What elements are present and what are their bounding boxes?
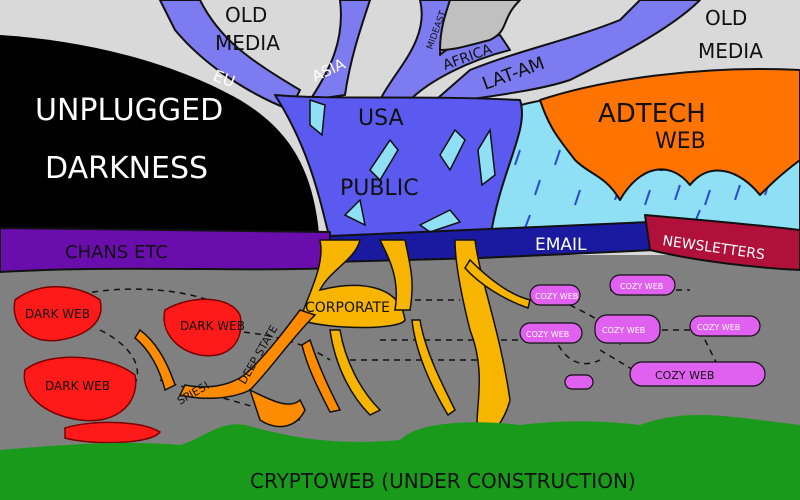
dark-web-label-3: DARK WEB (45, 379, 110, 393)
cozy-web-label-3: COZY WEB (526, 330, 569, 339)
ice-floes (309, 98, 496, 233)
cozy-web-label-2: COZY WEB (620, 282, 663, 291)
dark-web-label-1: DARK WEB (25, 307, 90, 321)
dark-web-blobs (13, 286, 242, 444)
darkness-label: DARKNESS (45, 151, 208, 186)
cozy-web-label-4: COZY WEB (602, 326, 645, 335)
adtech-web-label: WEB (655, 129, 706, 154)
africa-land (439, 0, 521, 51)
dark-web-label-2: DARK WEB (180, 319, 245, 333)
cozy-web-label-6: COZY WEB (655, 369, 714, 382)
old-media-right-label-1: OLD (705, 6, 747, 30)
cozy-web-label-1: COZY WEB (535, 292, 578, 301)
adtech-label: ADTECH (598, 99, 706, 129)
usa-label: USA (358, 106, 404, 131)
email-label: EMAIL (535, 235, 587, 255)
cryptoweb-label: CRYPTOWEB (UNDER CONSTRUCTION) (250, 469, 636, 493)
old-media-right-label-2: MEDIA (698, 39, 763, 63)
unplugged-darkness-region (0, 35, 320, 245)
corporate-roots (299, 239, 531, 441)
cozy-web-nodes (519, 274, 766, 390)
usa-public-region (274, 94, 523, 241)
newsletters-band (644, 214, 800, 271)
cryptoweb-region (0, 415, 800, 500)
old-media-top-label-1: OLD (225, 3, 267, 27)
cozy-web-label-5: COZY WEB (697, 323, 740, 332)
corporate-label: CORPORATE (305, 300, 390, 316)
public-label: PUBLIC (340, 176, 419, 201)
deep-state-roots (134, 309, 342, 428)
chans-band (0, 227, 331, 273)
chans-label: CHANS ETC (65, 242, 168, 263)
unplugged-label: UNPLUGGED (35, 93, 223, 128)
adtech-web-region (539, 68, 800, 201)
latam-river (429, 0, 701, 106)
old-media-top-label-2: MEDIA (215, 31, 280, 55)
